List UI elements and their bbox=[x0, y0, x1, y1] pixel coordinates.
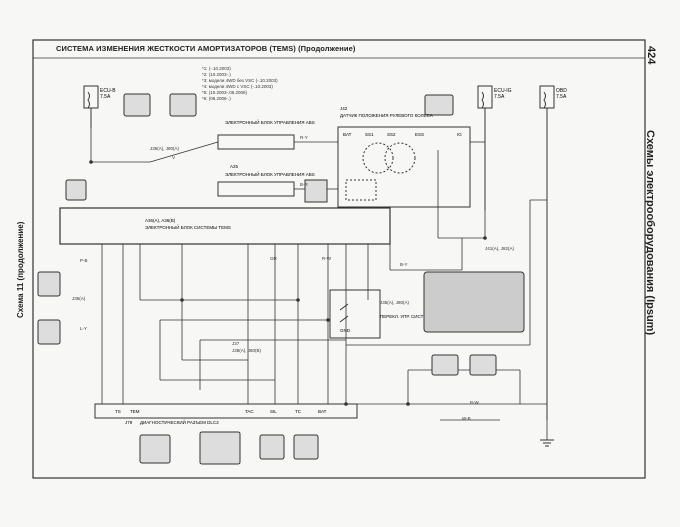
fuse-ecu-b bbox=[83, 85, 99, 128]
note-4: *4: модели 4WD с VSC (-.10.2003) bbox=[202, 84, 273, 89]
connector-refs: J36(A), J80(A) J37 J38(A), J80(B) J35(A)… bbox=[72, 146, 515, 353]
sensor-code: J42 bbox=[340, 106, 348, 111]
wire-color-4: P-B bbox=[80, 258, 88, 263]
wire-color-9: R-W bbox=[322, 256, 332, 261]
connector-faces-top bbox=[123, 93, 454, 117]
pin-ss1: SS1 bbox=[365, 132, 374, 137]
gnd-label: GND bbox=[340, 328, 351, 333]
connector-ref-3: J38(A), J80(B) bbox=[232, 348, 262, 353]
fuse-ecu-ig-rating: 7.5A bbox=[494, 94, 505, 100]
tems-switch-block bbox=[329, 289, 381, 339]
wire-color-6: B-Y bbox=[400, 262, 408, 267]
wire-color-7: V bbox=[172, 155, 175, 160]
dlc3-code: J79 bbox=[125, 420, 133, 425]
pin-bat-2: BAT bbox=[318, 409, 327, 414]
note-2: *2: (10.2003-.) bbox=[202, 72, 231, 77]
pin-ess: ESS bbox=[415, 132, 424, 137]
pin-sil: SIL bbox=[270, 409, 277, 414]
wire-color-1: R-Y bbox=[300, 135, 308, 140]
pin-ig: IG bbox=[457, 132, 462, 137]
connector-ref-6: J41(A), J82(A) bbox=[485, 246, 515, 251]
wire-color-8: GR bbox=[270, 256, 278, 261]
tems-ecu-code: A36(A), A36(B) bbox=[145, 218, 176, 223]
connector-ref-2: J37 bbox=[232, 341, 240, 346]
abs-ecu-label-2: ЭЛЕКТРОННЫЙ БЛОК УПРАВЛЕНИЯ ABS bbox=[225, 170, 315, 177]
connector-ref-1: J36(A), J80(A) bbox=[150, 146, 180, 151]
abs-ecu-label: ЭЛЕКТРОННЫЙ БЛОК УПРАВЛЕНИЯ ABS bbox=[225, 118, 315, 125]
a25-code: A25 bbox=[230, 164, 239, 169]
splice-points bbox=[89, 160, 487, 406]
wire-color-5: L-Y bbox=[80, 326, 87, 331]
pin-tc: TC bbox=[295, 409, 302, 414]
tems-ecu-label: ЭЛЕКТРОННЫЙ БЛОК СИСТЕМЫ TEMS bbox=[145, 223, 231, 230]
wiring bbox=[90, 128, 548, 440]
bottom-connectors bbox=[37, 179, 497, 465]
pin-ss2: SS2 bbox=[387, 132, 396, 137]
connector-ref-4: J35(A), J80(A) bbox=[380, 300, 410, 305]
wire-color-labels: R-Y B-R W-B P-B L-Y B-Y V GR R-W B-W bbox=[80, 135, 480, 421]
fuse-ecu-ig-name: ECU-IG bbox=[494, 88, 512, 94]
note-5: *5: (10.2003-.06.2006) bbox=[202, 90, 248, 95]
ground-symbol bbox=[540, 439, 554, 447]
fuse-obd bbox=[539, 85, 555, 420]
page-title: СИСТЕМА ИЗМЕНЕНИЯ ЖЕСТКОСТИ АМОРТИЗАТОРО… bbox=[56, 44, 356, 53]
dlc3-block bbox=[94, 403, 358, 419]
note-3: *3: модели 4WD без VSC (-.10.2003) bbox=[202, 78, 278, 83]
pin-ts: TS bbox=[115, 409, 121, 414]
dlc3-label: ДИАГНОСТИЧЕСКИЙ РАЗЪЕМ DLC3 bbox=[140, 418, 219, 425]
tems-switch-label: ПЕРЕКЛ. УПР. СИСТЕМ TEMS bbox=[380, 314, 444, 319]
note-1: *1: (-.10.2003) bbox=[202, 66, 231, 71]
wire-color-3: W-B bbox=[462, 416, 471, 421]
pin-bat: BAT bbox=[343, 132, 352, 137]
fuse-ecu-ig bbox=[477, 85, 493, 210]
pin-tem: TEM bbox=[130, 409, 140, 414]
large-connector bbox=[423, 271, 525, 333]
steering-sensor-block bbox=[337, 126, 471, 208]
fuse-obd-name: OBD bbox=[556, 88, 567, 94]
fuse-ecu-b-name: ECU-B bbox=[100, 88, 116, 94]
fuse-obd-rating: 7.5A bbox=[556, 94, 567, 100]
tems-ecu-block bbox=[59, 207, 391, 245]
steering-sensor-label: ДАТЧИК ПОЛОЖЕНИЯ РУЛЕВОГО КОЛЕСА bbox=[340, 113, 433, 118]
pin-tac: TAC bbox=[245, 409, 254, 414]
frame bbox=[32, 39, 646, 479]
note-6: *6: (06.2006-.) bbox=[202, 96, 231, 101]
wire-color-2: B-R bbox=[300, 182, 309, 187]
connector-ref-5: J36(A) bbox=[72, 296, 86, 301]
fuse-ecu-b-rating: 7.5A bbox=[100, 94, 111, 100]
wire-color-10: B-W bbox=[470, 400, 480, 405]
notes-block: *1: (-.10.2003) *2: (10.2003-.) *3: моде… bbox=[202, 66, 278, 101]
